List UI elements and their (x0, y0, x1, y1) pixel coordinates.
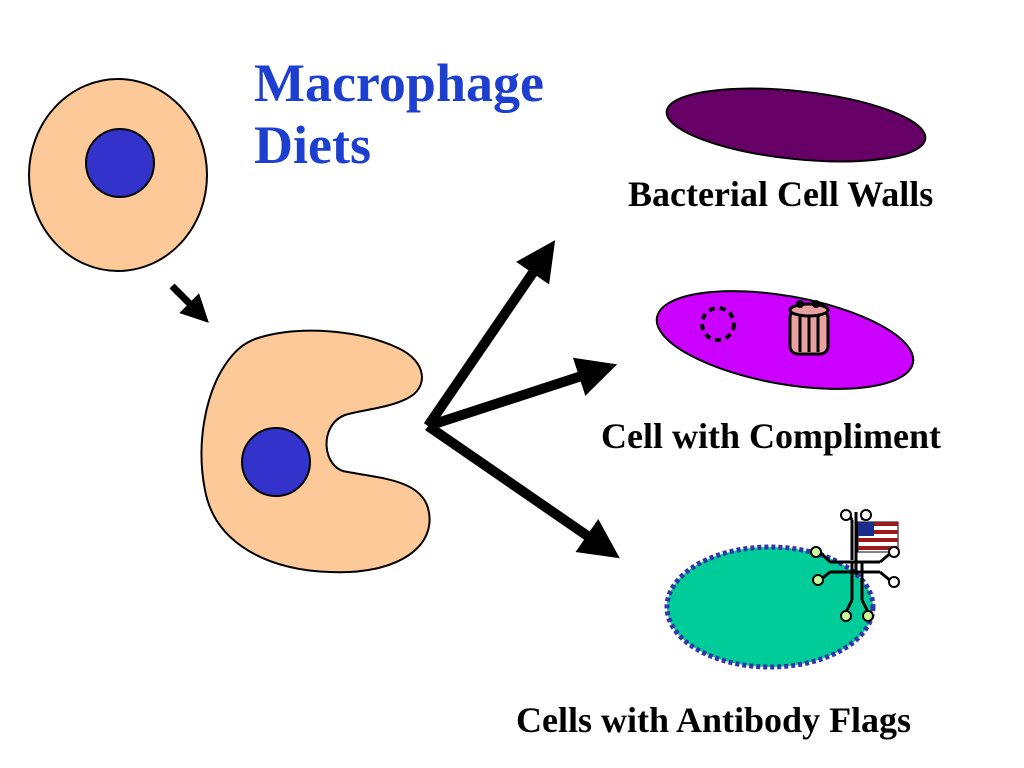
label-bacterial-cell-walls: Bacterial Cell Walls (628, 174, 934, 214)
arrow-to-antibody-cell (425, 421, 620, 559)
arrow-to-complement-cell (426, 357, 618, 431)
page-title: Macrophage Diets (254, 52, 544, 176)
resting-macrophage-nucleus (85, 128, 155, 198)
complement-cell-body (655, 290, 915, 390)
active-macrophage-cell (200, 329, 431, 574)
resting-macrophage-cell (28, 78, 208, 272)
complement-cell (655, 290, 915, 390)
diet-arrows (423, 240, 620, 559)
complement-pore-dashed-icon (700, 306, 736, 342)
antibody-cell-body (664, 544, 876, 670)
arrow-to-bacterial-walls (423, 240, 556, 429)
label-cell-with-compliment: Cell with Compliment (601, 416, 941, 456)
antigen-dots (810, 509, 900, 622)
label-cells-with-antibody-flags: Cells with Antibody Flags (516, 700, 912, 740)
transition-arrow (169, 283, 209, 323)
bacterial-cell-wall-shape (665, 87, 927, 163)
title-line-1: Macrophage (254, 53, 544, 113)
complement-complex-icon (788, 300, 830, 356)
antibody-cell (664, 509, 900, 670)
active-macrophage-body (200, 329, 431, 574)
active-macrophage-nucleus (241, 427, 311, 497)
title-line-2: Diets (254, 115, 371, 175)
